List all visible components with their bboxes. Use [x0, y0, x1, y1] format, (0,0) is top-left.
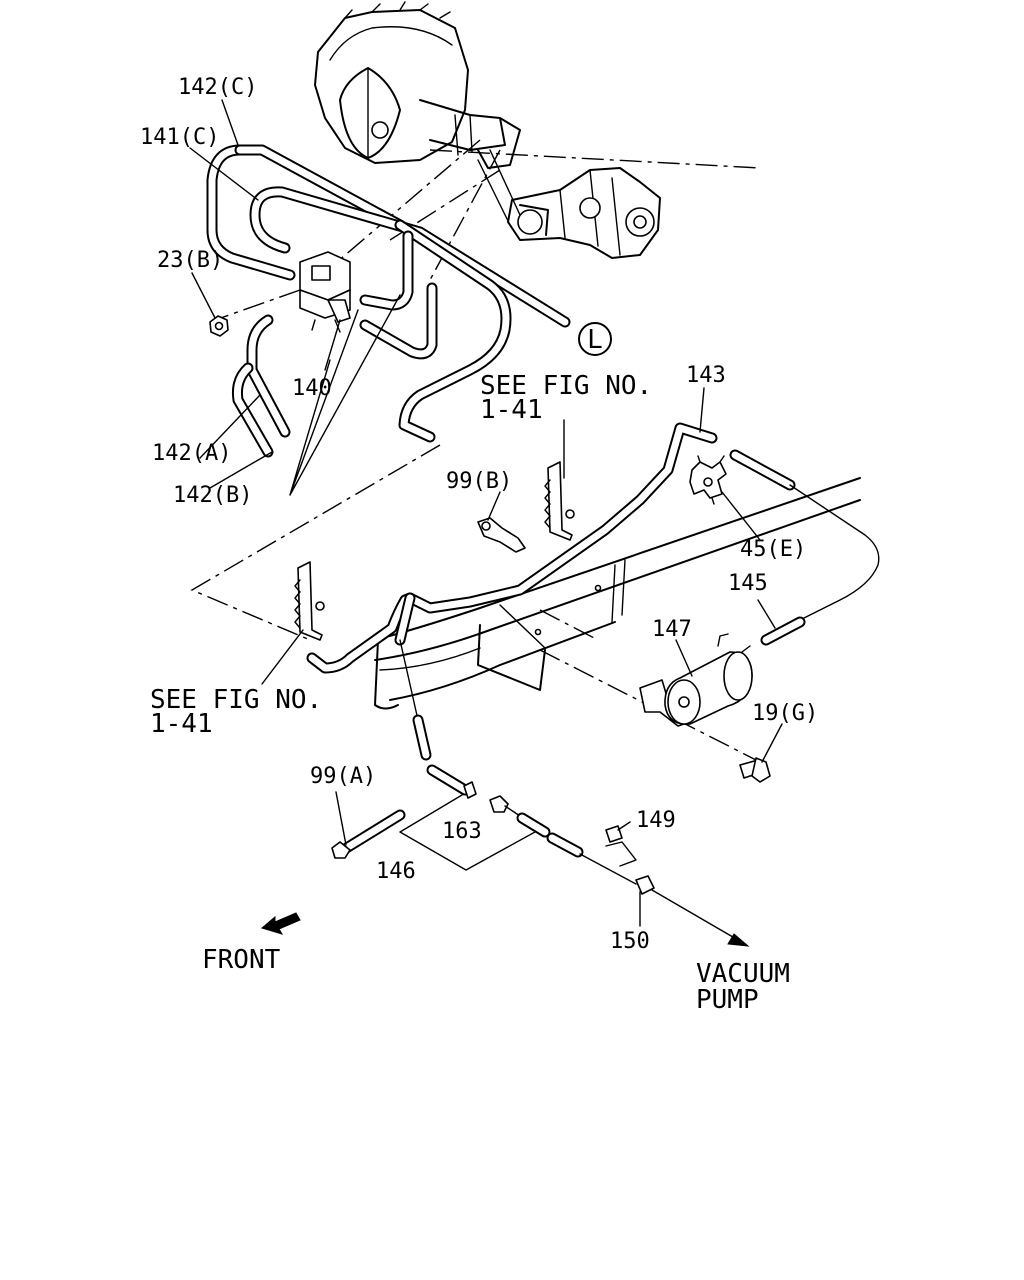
label-142c: 142(C): [178, 75, 257, 100]
clip-strip-top: [544, 461, 575, 541]
label-163: 163: [442, 819, 482, 844]
label-147: 147: [652, 617, 692, 642]
label-142b: 142(B): [173, 483, 252, 508]
nut-23b: [209, 315, 229, 337]
vacuum-pump-line1: VACUUM: [696, 959, 790, 989]
bolt-19g: [739, 757, 771, 783]
label-19g: 19(G): [752, 701, 818, 726]
label-141c: 141(C): [140, 125, 219, 150]
reference-lines: [190, 139, 761, 763]
ref-l-text: L: [587, 325, 603, 355]
label-150: 150: [610, 929, 650, 954]
label-145: 145: [728, 571, 768, 596]
main-vacuum-line: [306, 422, 880, 721]
label-140: 140: [292, 376, 332, 401]
label-142a: 142(A): [152, 441, 231, 466]
see-fig-left-line1: SEE FIG NO.: [150, 685, 322, 715]
label-146: 146: [376, 859, 416, 884]
label-99a: 99(A): [310, 764, 376, 789]
leader-lines: [189, 99, 783, 927]
label-45e: 45(E): [740, 537, 806, 562]
front-arrow-icon: [260, 912, 301, 935]
front-label: FRONT: [202, 945, 281, 975]
clip-strip-left: [294, 561, 325, 641]
label-23b: 23(B): [157, 248, 223, 273]
clamp-99b: [477, 517, 526, 553]
label-149: 149: [636, 808, 676, 833]
ref-circle-l: L: [578, 322, 612, 356]
see-fig-top-line2: 1-41: [480, 395, 543, 425]
vacuum-pump-line2: PUMP: [696, 985, 759, 1015]
see-fig-top-line1: SEE FIG NO.: [480, 371, 652, 401]
see-fig-left-line2: 1-41: [150, 709, 213, 739]
vacuum-tank-147: [639, 633, 753, 727]
differential-housing: [314, 1, 661, 259]
lower-hose-assembly: [331, 714, 750, 947]
upper-hose-assembly: [206, 144, 571, 496]
clip-45e: [689, 455, 727, 505]
label-143: 143: [686, 363, 726, 388]
label-99b: 99(B): [446, 469, 512, 494]
